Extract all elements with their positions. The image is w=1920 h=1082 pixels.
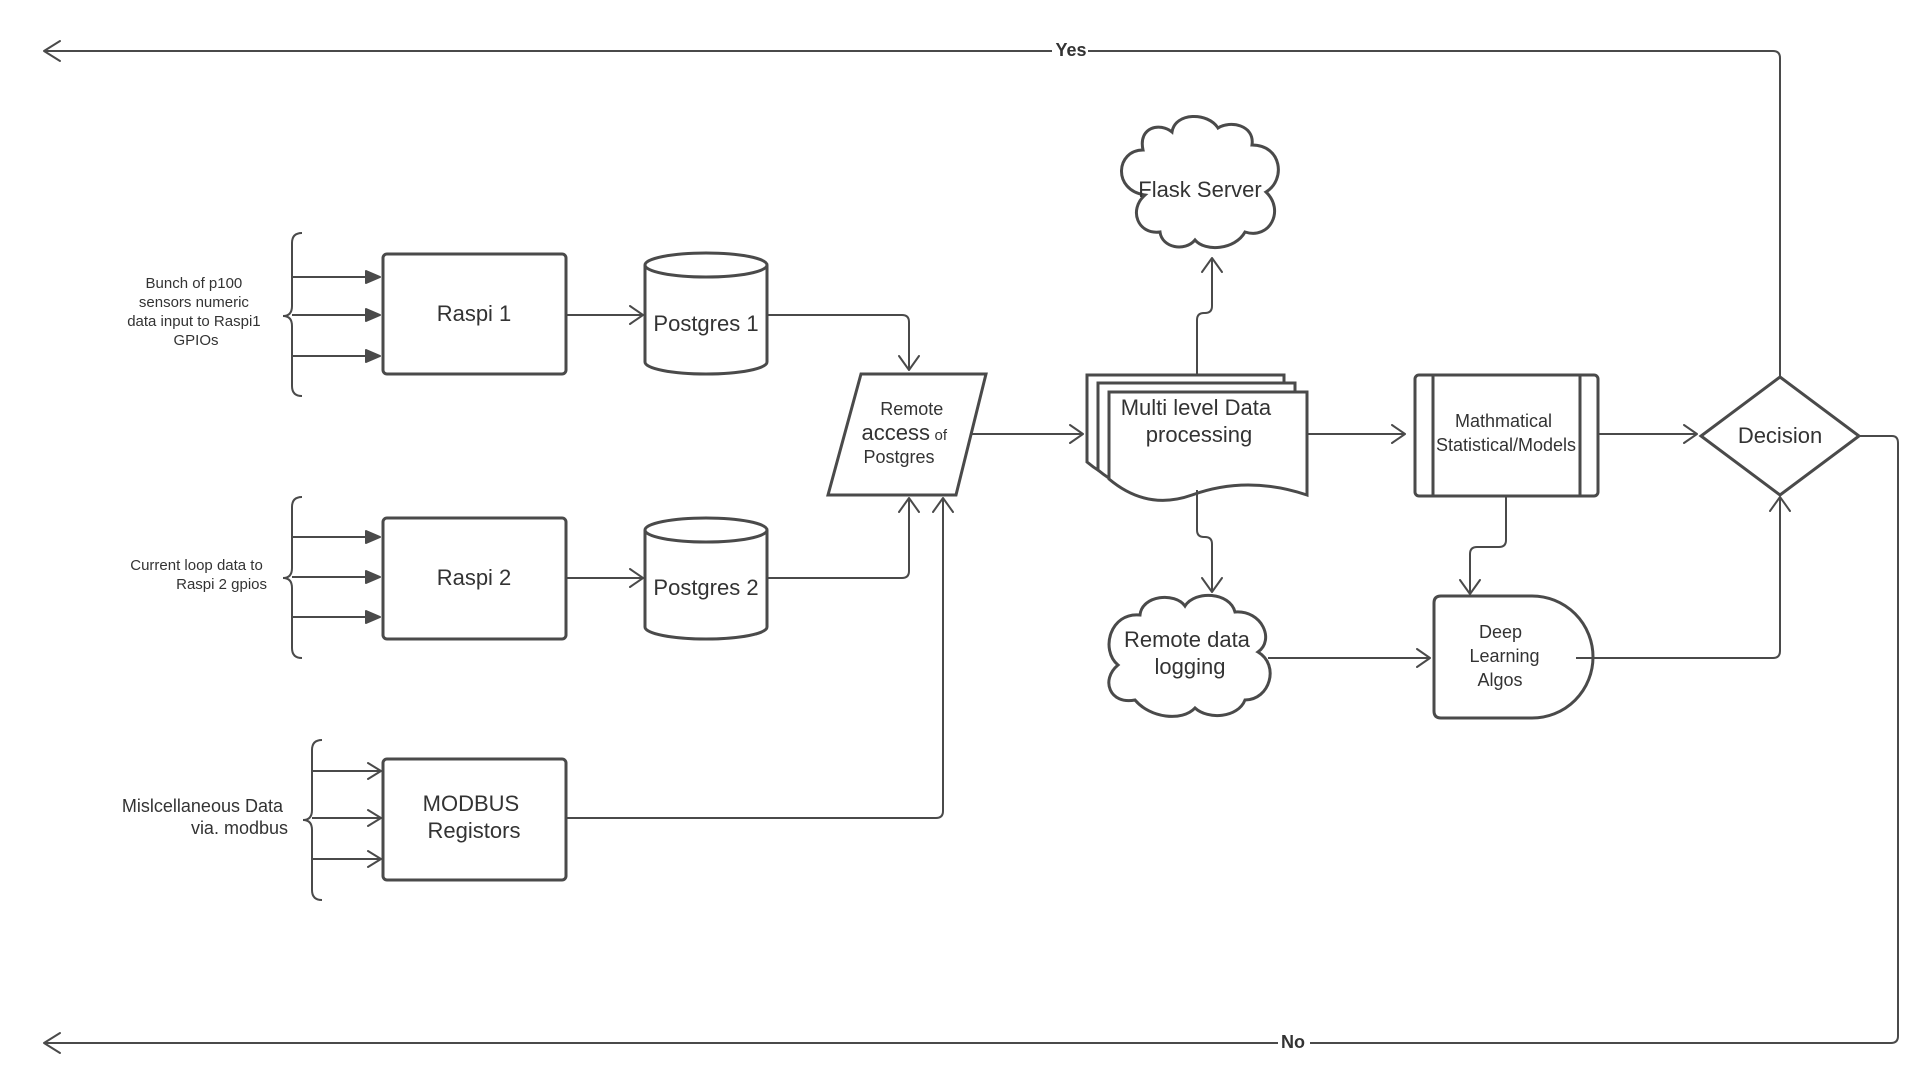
remote-data-logging-cloud: Remote data logging [1107, 593, 1272, 718]
deep-learning-line-2: Learning [1469, 646, 1539, 666]
remote-access-line-2: access [862, 420, 930, 445]
remote-logging-line-2: logging [1155, 654, 1226, 679]
remote-logging-to-deep-learning-arrow [1268, 648, 1431, 668]
remote-access-line-3: of [935, 427, 948, 444]
current-loop-input-brace [282, 496, 381, 659]
remote-logging-line-1: Remote data [1124, 627, 1251, 652]
misc-input-line-1: Mislcellaneous Data [122, 796, 284, 816]
no-feedback-connector [43, 435, 1899, 1054]
deep-learning-node: Deep Learning Algos [1432, 594, 1595, 720]
p100-input-line-1: Bunch of p100 [146, 275, 243, 292]
svg-text:Mathmatical Statistical/: Mathmatical Statistical/Models [1436, 411, 1576, 455]
postgres-2-label: Postgres 2 [653, 575, 758, 600]
remote-access-to-processing-arrow [972, 424, 1084, 444]
yes-label-bg [1052, 40, 1088, 62]
misc-input-line-2: via. modbus [191, 818, 288, 838]
postgres-1-database: Postgres 1 [643, 251, 769, 376]
modbus-registers-box: MODBUS Registors [381, 757, 568, 882]
flask-server-cloud: Flask Server [1120, 115, 1280, 250]
yes-label: Yes [1055, 40, 1086, 60]
remote-access-line-1: Remote [880, 399, 943, 419]
flask-server-label: Flask Server [1138, 177, 1261, 202]
p100-input-line-2: sensors numeric [139, 294, 250, 311]
raspi2-to-postgres2-arrow [566, 568, 644, 588]
processing-label-line-1: Multi level Data [1121, 395, 1272, 420]
svg-text:MODBUS Registors: MODBUS Registors [423, 791, 526, 843]
postgres-2-database: Postgres 2 [643, 516, 769, 641]
processing-to-math-models-arrow [1307, 424, 1406, 444]
current-loop-line-1: Current loop data to [130, 557, 263, 574]
models-label-line-1: Mathmatical [1455, 411, 1552, 431]
p100-input-line-4: GPIOs [173, 332, 218, 349]
yes-feedback-connector [43, 40, 1781, 377]
raspi-1-label: Raspi 1 [437, 301, 512, 326]
decision-label: Decision [1738, 423, 1822, 448]
svg-text:Remote access of: Remote access of Postgres [862, 399, 952, 467]
deep-learning-line-1: Deep [1479, 622, 1522, 642]
raspi-2-label: Raspi 2 [437, 565, 512, 590]
models-to-deep-learning-connector [1459, 496, 1507, 595]
svg-text:Deep Learning Algo: Deep Learning Algos [1469, 622, 1544, 690]
postgres1-to-remote-access-connector [767, 314, 920, 371]
deep-learning-to-decision-connector [1576, 496, 1791, 659]
no-label: No [1281, 1032, 1305, 1052]
remote-access-postgres-node: Remote access of Postgres [826, 372, 988, 497]
p100-input-brace [282, 232, 381, 397]
p100-input-line-3: data input to Raspi1 [127, 313, 260, 330]
models-label-line-2: Statistical/Models [1436, 435, 1576, 455]
misc-input-brace [302, 739, 382, 901]
current-loop-input-text: Current loop data to Raspi 2 gpios [130, 557, 267, 593]
multi-level-processing-node: Multi level Data processing [1085, 373, 1309, 502]
modbus-to-remote-access-connector [566, 497, 954, 819]
decision-node: Decision [1698, 375, 1862, 497]
svg-text:Multi level Data process: Multi level Data processing [1121, 395, 1278, 447]
svg-text:Remote data logging: Remote data logging [1124, 627, 1256, 679]
raspi-2-box: Raspi 2 [381, 516, 568, 641]
processing-to-flask-connector [1196, 257, 1223, 374]
p100-input-text: Bunch of p100 sensors numeric data input… [127, 275, 265, 349]
remote-access-line-4: Postgres [863, 447, 934, 467]
deep-learning-line-3: Algos [1477, 670, 1522, 690]
models-to-decision-arrow [1598, 424, 1698, 444]
misc-input-text: Mislcellaneous Data via. modbus [122, 796, 288, 838]
processing-to-remote-logging-connector [1196, 490, 1223, 593]
raspi1-to-postgres1-arrow [566, 305, 644, 325]
modbus-label-line-1: MODBUS [423, 791, 520, 816]
postgres-1-label: Postgres 1 [653, 311, 758, 336]
no-label-bg [1278, 1032, 1310, 1054]
raspi-1-box: Raspi 1 [381, 252, 568, 376]
statistical-models-node: Mathmatical Statistical/Models [1413, 373, 1600, 498]
current-loop-line-2: Raspi 2 gpios [176, 576, 267, 593]
modbus-label-line-2: Registors [428, 818, 521, 843]
postgres2-to-remote-access-connector [767, 497, 920, 579]
processing-label-line-2: processing [1146, 422, 1252, 447]
